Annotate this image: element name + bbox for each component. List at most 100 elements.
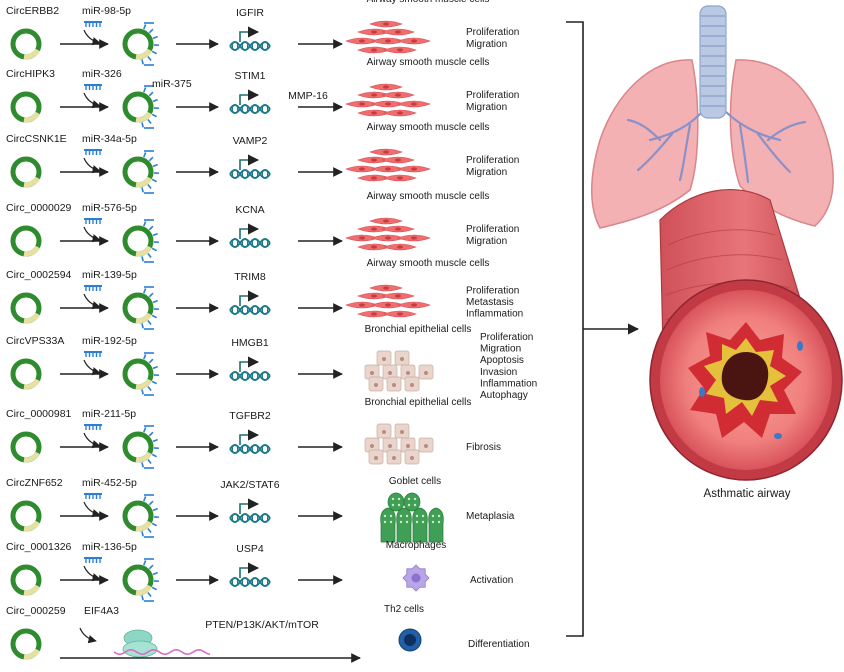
pathway-row (10, 148, 431, 194)
effect-label: Migration (466, 39, 507, 50)
effect-label: Migration (466, 167, 507, 178)
mirna-label: miR-34a-5p (82, 133, 137, 145)
bound-mirna-icon (141, 494, 160, 538)
cell-type-label: Airway smooth muscle cells (367, 191, 490, 202)
gene-target-icon (229, 356, 271, 382)
circrna-label: Circ_0001326 (6, 541, 72, 553)
effect-label: Differentiation (468, 639, 530, 650)
smooth-muscle-cells-icon (345, 217, 431, 251)
circ-ring-segment (23, 648, 40, 660)
effect-label: Proliferation (466, 224, 519, 235)
bound-mirna-icon (141, 425, 160, 469)
bronchial-epithelial-cells-icon (364, 423, 434, 465)
target-gene-label: IGFIR (236, 7, 264, 19)
bound-mirna-icon (141, 558, 160, 602)
asthmatic-airway-label: Asthmatic airway (704, 488, 791, 500)
circrna-label: Circ_0002594 (6, 269, 72, 281)
pathway-row (10, 557, 430, 602)
binding-arrow (83, 226, 101, 243)
cell-dot (699, 387, 705, 397)
circ-ring-segment (23, 378, 40, 390)
circ-ring-segment (135, 48, 152, 60)
asthmatic-airway-illustration (591, 5, 843, 481)
mirna-label-secondary: miR-375 (152, 78, 192, 90)
mirna-icon (84, 493, 102, 499)
mirna-icon (84, 351, 102, 357)
circrna-label: CircVPS33A (6, 335, 64, 347)
effect-label: Metastasis (466, 297, 514, 308)
pathway-row (10, 423, 434, 469)
effect-label: Fibrosis (466, 442, 501, 453)
cell-type-label: Airway smooth muscle cells (367, 57, 490, 68)
pathway-row (10, 83, 431, 129)
mirna-icon (84, 84, 102, 90)
circ-ring-segment (135, 378, 152, 390)
bound-mirna-icon (141, 22, 160, 66)
binding-arrow (83, 92, 101, 109)
mirna-label: miR-452-5p (82, 477, 137, 489)
target-gene-label: VAMP2 (233, 135, 268, 147)
cell-type-label: Airway smooth muscle cells (367, 122, 490, 133)
effect-label: Autophagy (480, 390, 528, 401)
cell-dot (797, 341, 803, 351)
circrna-label: CircERBB2 (6, 5, 59, 17)
th2-cell-icon (398, 628, 422, 652)
trachea (699, 5, 727, 119)
mirna-label: miR-136-5p (82, 541, 137, 553)
bound-mirna-icon (141, 219, 160, 263)
pathway-row (10, 492, 444, 543)
effect-label: Metaplasia (466, 511, 515, 522)
binding-arrow (83, 359, 101, 376)
right-lung (729, 59, 834, 227)
circ-ring-segment (23, 176, 40, 188)
gene-target-icon (229, 26, 271, 52)
binding-arrow (83, 501, 101, 518)
effect-label: Invasion (480, 367, 517, 378)
circ-ring-segment (23, 451, 40, 463)
pathway-row (10, 627, 422, 663)
circ-ring-segment (135, 520, 152, 532)
bound-mirna-icon (141, 352, 160, 396)
circ-ring-segment (23, 48, 40, 60)
cell-type-label: Airway smooth muscle cells (367, 0, 490, 5)
effect-label: Apoptosis (480, 355, 524, 366)
target-gene-label: USP4 (236, 543, 264, 555)
pathway-row (10, 350, 434, 396)
bound-mirna-icon (141, 150, 160, 194)
left-lung (591, 59, 699, 229)
summary-bracket (566, 21, 584, 637)
cell-type-label: Goblet cells (389, 476, 441, 487)
mirna-label: miR-211-5p (82, 408, 136, 420)
bronchial-epithelial-cells-icon (364, 350, 434, 392)
mirna-label: miR-576-5p (82, 202, 137, 214)
target-gene-label: JAK2/STAT6 (220, 479, 279, 491)
target-gene-label: TGFBR2 (229, 410, 271, 422)
circ-ring-segment (135, 584, 152, 596)
pathway-row (10, 284, 431, 330)
circrna-label: CircZNF652 (6, 477, 63, 489)
target-gene-label: KCNA (235, 204, 264, 216)
eif4a3-protein-icon (113, 629, 211, 658)
macrophage-icon (402, 564, 430, 592)
trachea-rings (701, 15, 725, 107)
smooth-muscle-cells-icon (345, 83, 431, 117)
gene-target-icon (229, 562, 271, 588)
binding-arrow (79, 627, 97, 644)
circ-ring-segment (23, 312, 40, 324)
gene-target-icon (229, 154, 271, 180)
binding-arrow (83, 157, 101, 174)
cell-type-label: Bronchial epithelial cells (365, 324, 472, 335)
circ-ring-segment (135, 176, 152, 188)
effect-label: Proliferation (466, 27, 519, 38)
mirna-icon (84, 218, 102, 224)
circ-ring-segment (23, 111, 40, 123)
mirna-label: miR-326 (82, 68, 122, 80)
binding-arrow (83, 293, 101, 310)
narrowed-lumen (721, 352, 769, 401)
effect-label: Proliferation (466, 285, 519, 296)
effect-label: Proliferation (480, 332, 533, 343)
effect-label: Inflammation (480, 378, 537, 389)
circrna-label: CircCSNK1E (6, 133, 67, 145)
circrna-label: Circ_0000029 (6, 202, 72, 214)
smooth-muscle-cells-icon (345, 284, 431, 318)
